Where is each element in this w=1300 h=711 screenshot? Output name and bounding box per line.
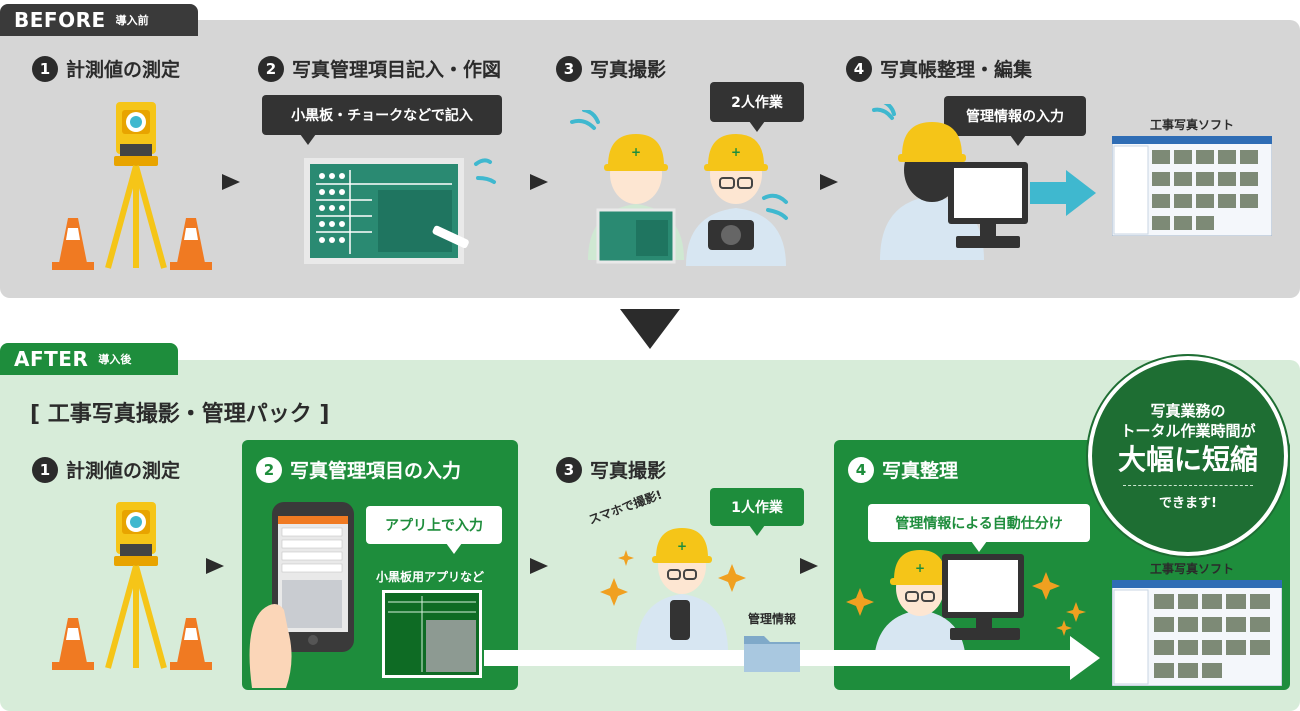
surveying-instrument-icon xyxy=(52,502,212,670)
worker-at-computer-icon xyxy=(872,104,1096,260)
bubble-text: 1人作業 xyxy=(731,500,783,516)
bubble-text: アプリ上で入力 xyxy=(385,518,483,534)
after-tab-sub: 導入後 xyxy=(98,353,132,366)
step-number: 1 xyxy=(32,456,58,483)
bubble-text: 小黒板・チョークなどで記入 xyxy=(291,108,473,124)
before-step-3-bubble: 2人作業 xyxy=(710,82,804,132)
folder-icon xyxy=(744,636,800,672)
software-screenshot-icon xyxy=(1112,136,1272,236)
step-number: 2 xyxy=(258,55,284,82)
chalkboard-icon xyxy=(304,158,496,264)
software-screenshot-icon xyxy=(1112,580,1282,686)
badge-line-2: トータル作業時間が xyxy=(1120,422,1256,440)
after-software-label: 工事写真ソフト xyxy=(1149,562,1234,576)
before-step-2-title: 2 写真管理項目記入・作図 xyxy=(258,55,501,82)
after-step-2-title: 2 写真管理項目の入力 xyxy=(256,456,461,483)
after-step-4-bubble: 管理情報による自動仕分け xyxy=(868,504,1090,552)
bubble-text: 管理情報による自動仕分け xyxy=(895,516,1063,532)
badge-line-4: できます! xyxy=(1123,485,1253,511)
app-caption: 小黒板用アプリなど xyxy=(376,570,485,584)
flow-arrow-icon xyxy=(530,558,548,574)
after-step-3-title: 3 写真撮影 xyxy=(556,456,666,483)
before-step-1-title: 1 計測値の測定 xyxy=(32,55,180,82)
bubble-text: 管理情報の入力 xyxy=(966,109,1064,125)
step-number: 2 xyxy=(256,456,282,483)
step-title-text: 写真管理項目記入・作図 xyxy=(292,59,502,81)
flow-arrow-icon xyxy=(530,174,548,190)
step-number: 1 xyxy=(32,55,58,82)
before-tab-label: BEFORE xyxy=(14,8,106,32)
flow-arrow-icon xyxy=(800,558,818,574)
blackboard-app-screen-icon xyxy=(382,590,482,678)
before-software-label: 工事写真ソフト xyxy=(1149,118,1234,132)
pack-title: [ 工事写真撮影・管理パック ] xyxy=(30,402,330,427)
folder-label: 管理情報 xyxy=(748,612,797,626)
step-title-text: 写真管理項目の入力 xyxy=(290,460,462,482)
single-worker-with-phone-icon: + xyxy=(600,528,746,652)
step-title-text: 写真整理 xyxy=(882,460,959,482)
after-step-1-title: 1 計測値の測定 xyxy=(32,456,180,483)
before-step-2-bubble: 小黒板・チョークなどで記入 xyxy=(262,95,502,145)
before-tab: BEFORE 導入前 xyxy=(0,4,198,36)
step-title-text: 写真帳整理・編集 xyxy=(880,59,1033,81)
flow-arrow-icon xyxy=(820,174,838,190)
step-number: 4 xyxy=(846,55,872,82)
surveying-instrument-icon xyxy=(52,102,212,270)
before-step-3-title: 3 写真撮影 xyxy=(556,55,666,82)
smartphone-in-hand-icon xyxy=(249,502,354,688)
after-step-4-title: 4 写真整理 xyxy=(848,456,958,483)
svg-text:+: + xyxy=(677,539,687,553)
flow-arrow-icon xyxy=(206,558,224,574)
step-number: 4 xyxy=(848,456,874,483)
two-workers-icon: + + xyxy=(570,110,788,266)
time-reduction-badge: 写真業務の トータル作業時間が 大幅に短縮 できます! xyxy=(1088,356,1288,556)
step-title-text: 写真撮影 xyxy=(590,59,667,81)
step-number: 3 xyxy=(556,456,582,483)
before-step-4-title: 4 写真帳整理・編集 xyxy=(846,55,1032,82)
step-title-text: 写真撮影 xyxy=(590,460,667,482)
step-title-text: 計測値の測定 xyxy=(66,460,181,482)
step-title-text: 計測値の測定 xyxy=(66,59,181,81)
flow-arrow-icon xyxy=(222,174,240,190)
svg-text:+: + xyxy=(915,561,925,575)
bubble-text: 2人作業 xyxy=(731,95,783,111)
svg-text:+: + xyxy=(631,145,641,159)
before-tab-sub: 導入前 xyxy=(115,14,149,27)
badge-line-1: 写真業務の xyxy=(1150,402,1226,420)
step-number: 3 xyxy=(556,55,582,82)
after-tab: AFTER 導入後 xyxy=(0,343,178,375)
svg-text:+: + xyxy=(731,145,741,159)
after-step-3-bubble: 1人作業 xyxy=(710,488,804,536)
after-tab-label: AFTER xyxy=(14,347,89,371)
badge-line-3: 大幅に短縮 xyxy=(1117,443,1258,476)
down-arrow-icon xyxy=(620,309,680,349)
after-step-2-bubble: アプリ上で入力 xyxy=(366,506,502,554)
before-step-4-bubble: 管理情報の入力 xyxy=(944,96,1086,146)
